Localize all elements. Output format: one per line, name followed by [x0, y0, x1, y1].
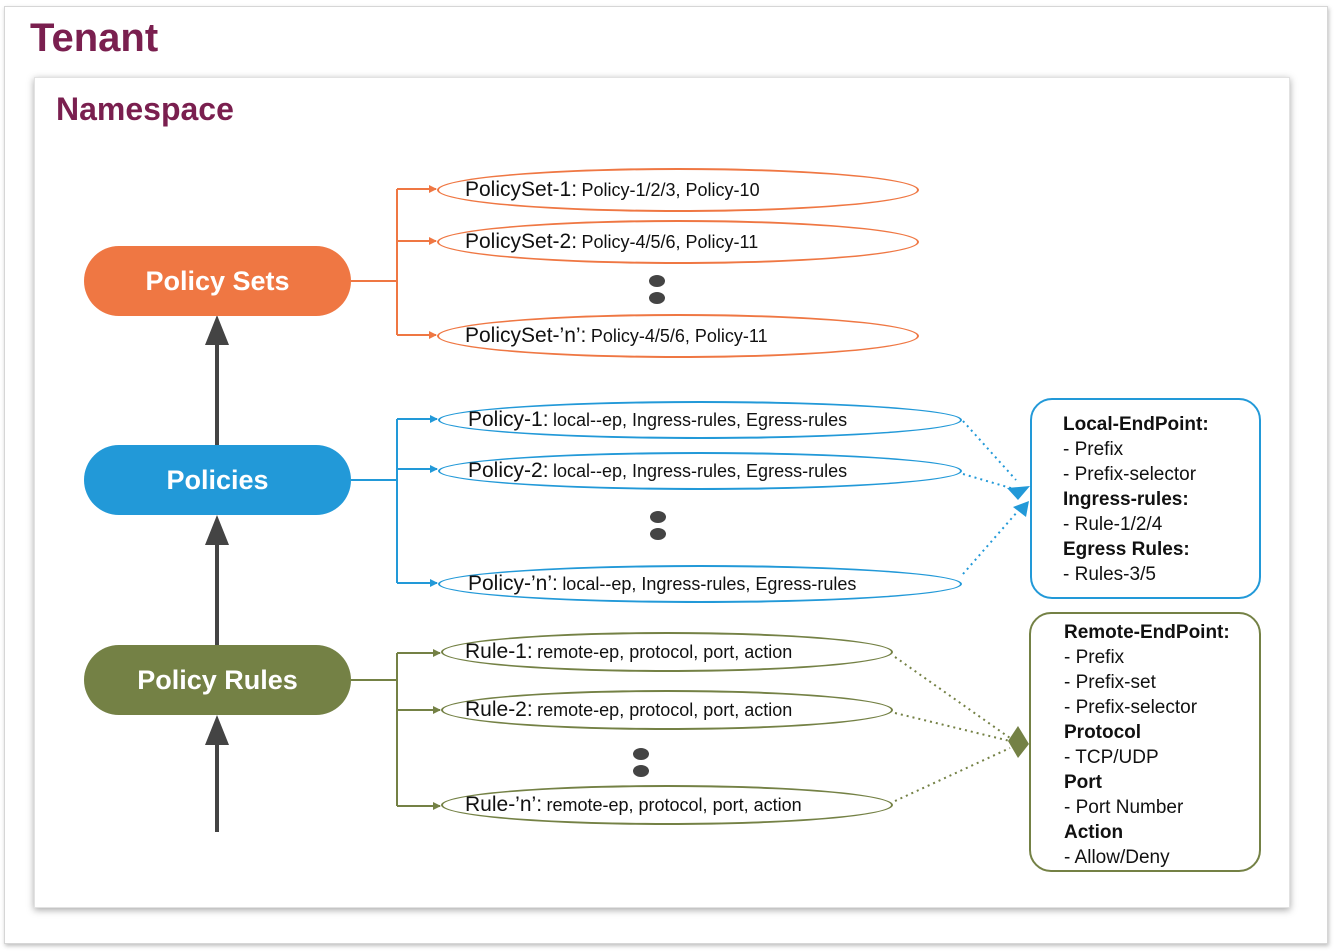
policy-detail-box: Local-EndPoint: - Prefix - Prefix-select… — [1030, 398, 1261, 599]
ingress-heading: Ingress-rules: — [1063, 489, 1189, 510]
detail-line: - Port Number — [1064, 797, 1184, 818]
remote-endpoint-heading: Remote-EndPoint: — [1064, 622, 1230, 643]
rule-item: Rule-1: remote-ep, protocol, port, actio… — [441, 632, 893, 672]
policy-set-desc: Policy-4/5/6, Policy-11 — [590, 325, 768, 346]
local-endpoint-heading: Local-EndPoint: — [1063, 414, 1209, 435]
rule-name: Rule-’n’: — [465, 793, 543, 816]
namespace-title: Namespace — [56, 91, 234, 127]
hierarchy-arrows — [205, 315, 229, 832]
policy-item: Policy-2: local--ep, Ingress-rules, Egre… — [438, 452, 962, 490]
detail-line: - Prefix-selector — [1063, 464, 1197, 485]
policy-detail-links — [962, 420, 1019, 575]
policy-set-item: PolicySet-2: Policy-4/5/6, Policy-11 — [437, 220, 919, 264]
detail-line: - Prefix — [1063, 439, 1124, 460]
action-heading: Action — [1064, 822, 1124, 843]
protocol-heading: Protocol — [1064, 722, 1142, 743]
egress-heading: Egress Rules: — [1063, 539, 1190, 560]
detail-line: - Rule-1/2/4 — [1063, 514, 1163, 535]
policy-set-item: PolicySet-’n’: Policy-4/5/6, Policy-11 — [437, 314, 919, 358]
policy-rules-node: Policy Rules — [84, 645, 351, 715]
policy-set-name: PolicySet-2: — [465, 230, 578, 253]
policy-name: Policy-2: — [468, 459, 549, 482]
policy-desc: local--ep, Ingress-rules, Egress-rules — [552, 409, 848, 430]
rule-item: Rule-’n’: remote-ep, protocol, port, act… — [441, 785, 893, 825]
policies-connectors — [351, 415, 438, 587]
policy-detail-arrowhead — [1007, 486, 1030, 500]
policy-set-desc: Policy-4/5/6, Policy-11 — [581, 231, 759, 252]
policy-detail-arrowhead — [1013, 501, 1029, 517]
policy-name: Policy-’n’: — [468, 572, 558, 595]
rule-detail-box: Remote-EndPoint: - Prefix - Prefix-set -… — [1029, 612, 1261, 872]
rules-connectors — [351, 649, 441, 810]
detail-line: - TCP/UDP — [1064, 747, 1159, 768]
rule-desc: remote-ep, protocol, port, action — [546, 794, 802, 815]
rule-desc: remote-ep, protocol, port, action — [537, 641, 793, 662]
detail-line: - Rules-3/5 — [1063, 564, 1156, 585]
policy-item: Policy-1: local--ep, Ingress-rules, Egre… — [438, 401, 962, 439]
rule-detail-links — [894, 656, 1011, 802]
rule-detail-connector-icon — [1008, 726, 1029, 758]
policy-set-name: PolicySet-’n’: — [465, 324, 587, 347]
ellipsis-dots — [633, 275, 666, 777]
policy-desc: local--ep, Ingress-rules, Egress-rules — [552, 460, 848, 481]
detail-line: - Allow/Deny — [1064, 847, 1170, 868]
detail-line: - Prefix — [1064, 647, 1125, 668]
policy-sets-connectors — [351, 185, 437, 339]
rule-desc: remote-ep, protocol, port, action — [537, 699, 793, 720]
rule-name: Rule-1: — [465, 640, 533, 663]
rule-item: Rule-2: remote-ep, protocol, port, actio… — [441, 690, 893, 730]
policy-sets-node: Policy Sets — [84, 246, 351, 316]
rule-name: Rule-2: — [465, 698, 533, 721]
detail-line: - Prefix-selector — [1064, 697, 1198, 718]
tenant-title: Tenant — [30, 16, 159, 60]
policies-node: Policies — [84, 445, 351, 515]
detail-line: - Prefix-set — [1064, 672, 1156, 693]
policy-set-desc: Policy-1/2/3, Policy-10 — [581, 179, 760, 200]
policy-set-item: PolicySet-1: Policy-1/2/3, Policy-10 — [437, 168, 919, 212]
port-heading: Port — [1064, 772, 1102, 793]
policy-item: Policy-’n’: local--ep, Ingress-rules, Eg… — [438, 565, 962, 603]
policy-desc: local--ep, Ingress-rules, Egress-rules — [562, 573, 857, 594]
policy-name: Policy-1: — [468, 408, 549, 431]
policy-set-name: PolicySet-1: — [465, 178, 578, 201]
